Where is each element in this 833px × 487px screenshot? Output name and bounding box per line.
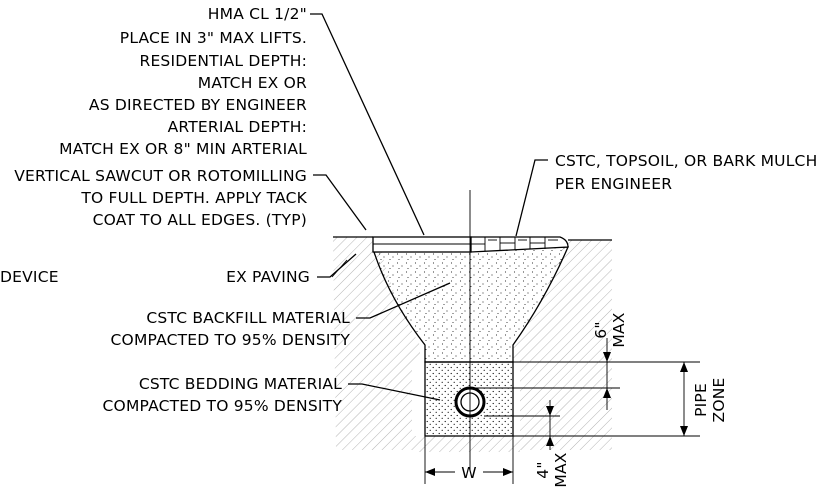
hma-note: HMA CL 1/2" PLACE IN 3" MAX LIFTS. RESID… xyxy=(59,5,307,158)
hma-note-line: AS DIRECTED BY ENGINEER xyxy=(89,96,307,114)
surface-note-line: CSTC, TOPSOIL, OR BARK MULCH xyxy=(555,152,817,170)
backfill-note: CSTC BACKFILL MATERIAL COMPACTED TO 95% … xyxy=(111,309,351,349)
sawcut-note: VERTICAL SAWCUT OR ROTOMILLING TO FULL D… xyxy=(14,167,307,229)
dim-4-value: 4" xyxy=(534,461,552,478)
dim-4-label: 4" MAX xyxy=(534,452,570,487)
dim-6-value: 6" xyxy=(592,321,610,338)
backfill-note-line: CSTC BACKFILL MATERIAL xyxy=(146,309,350,327)
device-label: DEVICE xyxy=(0,268,59,286)
dim-width xyxy=(424,436,514,484)
dim-4-unit: MAX xyxy=(552,452,570,487)
dim-4-max xyxy=(484,400,700,450)
pipe-zone-line: ZONE xyxy=(710,377,728,422)
dim-6-unit: MAX xyxy=(610,312,628,347)
hma-note-line: RESIDENTIAL DEPTH: xyxy=(139,52,307,70)
sawcut-note-line: COAT TO ALL EDGES. (TYP) xyxy=(93,211,307,229)
leaders xyxy=(310,13,548,401)
surface-note-line: PER ENGINEER xyxy=(555,175,672,193)
hma-note-line: HMA CL 1/2" xyxy=(208,5,307,23)
topsoil-layer xyxy=(470,236,569,253)
bedding-note-line: COMPACTED TO 95% DENSITY xyxy=(103,397,343,415)
dim-6-label: 6" MAX xyxy=(592,312,628,347)
width-label: W xyxy=(461,464,477,482)
native-soil-hatch xyxy=(333,237,612,452)
pipe-zone-line: PIPE xyxy=(692,383,710,417)
sawcut-note-line: VERTICAL SAWCUT OR ROTOMILLING xyxy=(14,167,307,185)
ex-paving-label: EX PAVING xyxy=(226,268,310,286)
bedding-note: CSTC BEDDING MATERIAL COMPACTED TO 95% D… xyxy=(103,375,343,415)
dim-6-max xyxy=(425,338,700,410)
hma-note-line: ARTERIAL DEPTH: xyxy=(168,118,307,136)
hma-note-line: MATCH EX OR xyxy=(198,74,307,92)
pipe-zone-label: PIPE ZONE xyxy=(692,377,728,422)
surface-note: CSTC, TOPSOIL, OR BARK MULCH PER ENGINEE… xyxy=(555,152,817,193)
hma-note-line: MATCH EX OR 8" MIN ARTERIAL xyxy=(59,140,307,158)
bedding-note-line: CSTC BEDDING MATERIAL xyxy=(139,375,342,393)
hma-note-line: PLACE IN 3" MAX LIFTS. xyxy=(120,29,307,47)
dim-pipe-zone xyxy=(680,362,688,436)
sawcut-note-line: TO FULL DEPTH. APPLY TACK xyxy=(80,189,307,207)
backfill-note-line: COMPACTED TO 95% DENSITY xyxy=(111,331,351,349)
hma-layer xyxy=(372,236,472,253)
